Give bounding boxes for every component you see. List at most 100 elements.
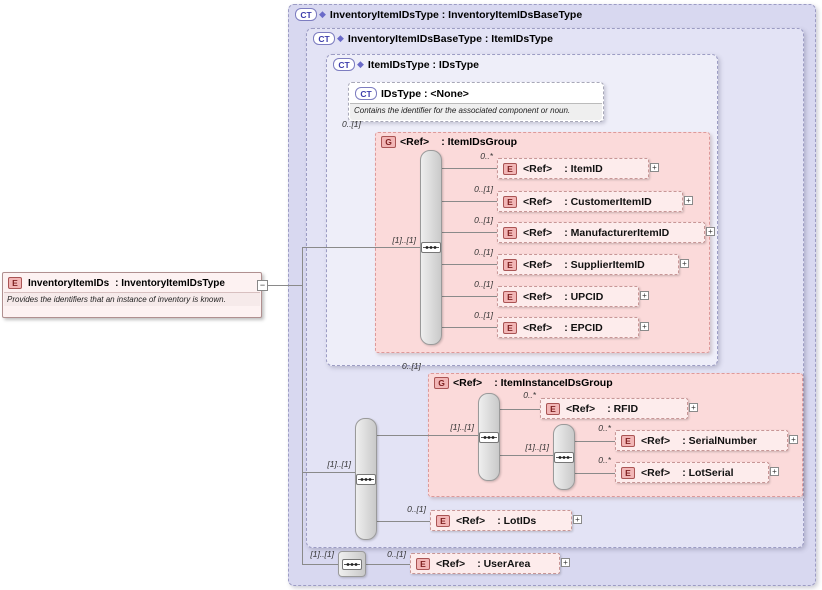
- sequence-indicator-basetype[interactable]: [355, 418, 377, 540]
- connector-line: [442, 327, 497, 328]
- connector-line: [442, 232, 497, 233]
- element-name: : ItemID: [564, 162, 603, 175]
- expand-icon[interactable]: +: [689, 403, 698, 412]
- derivation-icon: ◆: [337, 33, 344, 43]
- e-badge: E: [503, 321, 517, 334]
- expand-icon[interactable]: +: [561, 558, 570, 567]
- cardinality-label: 0..*: [480, 151, 493, 161]
- cardinality-label: [1]..[1]: [327, 459, 351, 469]
- element-ref-label: <Ref>: [641, 466, 671, 479]
- expand-icon[interactable]: +: [573, 515, 582, 524]
- element-ref-supplieritemid[interactable]: E <Ref> : SupplierItemID +: [497, 254, 689, 275]
- cardinality-label: [1]..[1]: [310, 549, 334, 559]
- connector-line: [575, 441, 615, 442]
- complextype-label: InventoryItemIDsType : InventoryItemIDsB…: [329, 8, 583, 21]
- expand-icon[interactable]: +: [650, 163, 659, 172]
- root-element-header: E InventoryItemIDs : InventoryItemIDsTyp…: [3, 273, 261, 291]
- complextype-idstype-box[interactable]: CT IDsType : <None> Contains the identif…: [348, 82, 604, 122]
- expand-icon[interactable]: +: [684, 196, 693, 205]
- sequence-icon: [554, 451, 574, 463]
- connector-line: [442, 201, 497, 202]
- element-ref-userarea[interactable]: E <Ref> : UserArea +: [410, 553, 570, 574]
- cardinality-label: [1]..[1]: [525, 442, 549, 452]
- connector-line: [442, 296, 497, 297]
- e-badge: E: [621, 466, 635, 479]
- cardinality-label: [1]..[1]: [392, 235, 416, 245]
- e-badge: E: [8, 277, 22, 289]
- complextype-label: IDsType : <None>: [381, 87, 469, 100]
- cardinality-label: 0..[1]: [342, 119, 361, 129]
- cardinality-label: 0..*: [523, 390, 536, 400]
- expand-icon[interactable]: +: [706, 227, 715, 236]
- complextype-header-itemidstype[interactable]: CT ◆ ItemIDsType : IDsType: [333, 58, 479, 71]
- idstype-annotation: Contains the identifier for the associat…: [350, 103, 602, 120]
- derivation-icon: ◆: [357, 59, 364, 69]
- element-ref-label: <Ref>: [523, 226, 553, 239]
- connector-line: [262, 285, 302, 286]
- element-name: : LotSerial: [682, 466, 734, 479]
- e-badge: E: [416, 557, 430, 570]
- group-header-iteminstanceidsgroup[interactable]: G <Ref> : ItemInstanceIDsGroup: [434, 377, 613, 389]
- root-element-inventoryitemids[interactable]: E InventoryItemIDs : InventoryItemIDsTyp…: [2, 272, 262, 318]
- sequence-indicator-serials[interactable]: [553, 424, 575, 490]
- element-ref-itemid[interactable]: E <Ref> : ItemID +: [497, 158, 659, 179]
- connector-line: [500, 455, 553, 456]
- e-badge: E: [503, 226, 517, 239]
- complextype-header-idstype: CT IDsType : <None>: [355, 87, 469, 100]
- element-ref-upcid[interactable]: E <Ref> : UPCID +: [497, 286, 649, 307]
- element-ref-rfid[interactable]: E <Ref> : RFID +: [540, 398, 698, 419]
- group-header-itemidsgroup[interactable]: G <Ref> : ItemIDsGroup: [381, 136, 517, 148]
- sequence-indicator-userarea[interactable]: [338, 551, 366, 577]
- root-element-name: InventoryItemIDs: [28, 277, 110, 289]
- collapse-icon[interactable]: −: [257, 280, 268, 291]
- element-ref-serialnumber[interactable]: E <Ref> : SerialNumber +: [615, 430, 798, 451]
- complextype-header-inventoryitemidstype[interactable]: CT ◆ InventoryItemIDsType : InventoryIte…: [295, 8, 582, 21]
- group-name: : ItemInstanceIDsGroup: [494, 377, 613, 389]
- element-ref-manufactureritemid[interactable]: E <Ref> : ManufacturerItemID +: [497, 222, 715, 243]
- element-name: : EPCID: [564, 321, 603, 334]
- connector-line: [302, 564, 338, 565]
- g-badge: G: [434, 377, 449, 389]
- element-name: : LotIDs: [497, 514, 537, 527]
- ct-badge: CT: [333, 58, 355, 71]
- e-badge: E: [621, 434, 635, 447]
- expand-icon[interactable]: +: [770, 467, 779, 476]
- e-badge: E: [503, 162, 517, 175]
- expand-icon[interactable]: +: [789, 435, 798, 444]
- expand-icon[interactable]: +: [640, 322, 649, 331]
- e-badge: E: [503, 290, 517, 303]
- element-name: : CustomerItemID: [564, 195, 652, 208]
- connector-line: [500, 409, 540, 410]
- element-ref-customeritemid[interactable]: E <Ref> : CustomerItemID +: [497, 191, 693, 212]
- complextype-header-inventoryitemidsbasetype[interactable]: CT ◆ InventoryItemIDsBaseType : ItemIDsT…: [313, 32, 553, 45]
- element-ref-label: <Ref>: [523, 258, 553, 271]
- element-ref-epcid[interactable]: E <Ref> : EPCID +: [497, 317, 649, 338]
- element-name: : UPCID: [564, 290, 604, 303]
- e-badge: E: [503, 195, 517, 208]
- element-name: : RFID: [607, 402, 639, 415]
- cardinality-label: 0..[1]: [387, 549, 406, 559]
- cardinality-label: 0..*: [598, 423, 611, 433]
- expand-icon[interactable]: +: [640, 291, 649, 300]
- derivation-icon: ◆: [319, 9, 326, 19]
- complextype-label: InventoryItemIDsBaseType : ItemIDsType: [347, 32, 553, 45]
- sequence-icon: [342, 558, 362, 570]
- e-badge: E: [503, 258, 517, 271]
- sequence-indicator-iteminstance[interactable]: [478, 393, 500, 481]
- element-ref-label: <Ref>: [523, 195, 553, 208]
- cardinality-label: [1]..[1]: [450, 422, 474, 432]
- element-name: : SupplierItemID: [564, 258, 645, 271]
- element-ref-lotserial[interactable]: E <Ref> : LotSerial +: [615, 462, 779, 483]
- root-element-type: : InventoryItemIDsType: [115, 277, 225, 289]
- cardinality-label: 0..*: [598, 455, 611, 465]
- cardinality-label: 0..[1]: [402, 361, 421, 371]
- element-name: : SerialNumber: [682, 434, 757, 447]
- element-name: : UserArea: [477, 557, 531, 570]
- sequence-indicator-itemidsgroup[interactable]: [420, 150, 442, 345]
- element-ref-label: <Ref>: [456, 514, 486, 527]
- element-ref-lotids[interactable]: E <Ref> : LotIDs +: [430, 510, 582, 531]
- connector-line: [302, 247, 420, 248]
- connector-line: [575, 473, 615, 474]
- expand-icon[interactable]: +: [680, 259, 689, 268]
